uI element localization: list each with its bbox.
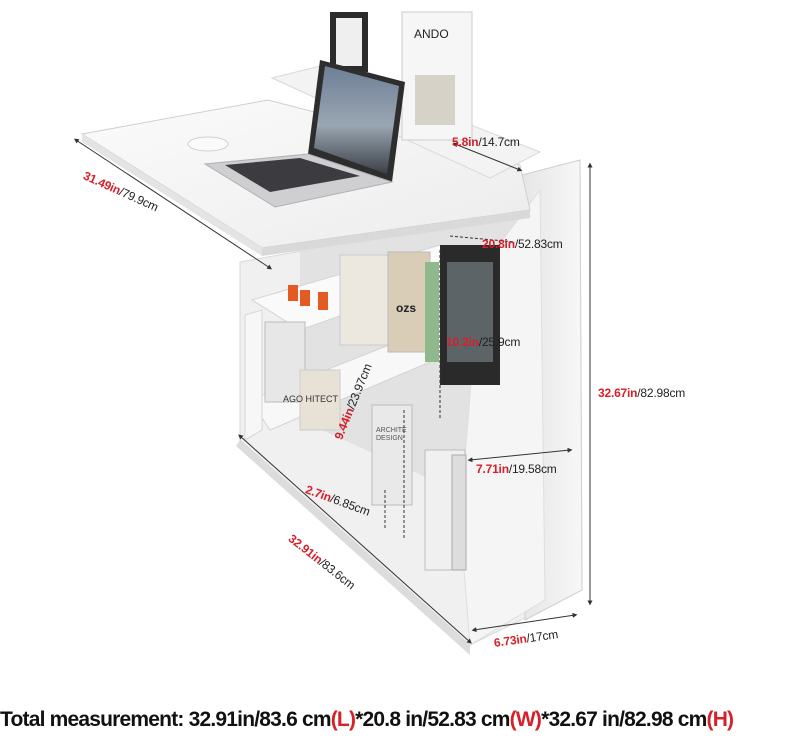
dim-cm: /52.83cm xyxy=(514,237,563,251)
dim-upper-gap: 10.2in/25.9cm xyxy=(446,335,520,349)
dim-inches: 5.8in xyxy=(452,135,479,149)
caption-width: *20.8 in/52.83 cm xyxy=(355,708,510,731)
dim-cm: /25.9cm xyxy=(478,335,521,349)
dim-shelf-depth: 5.8in/14.7cm xyxy=(452,135,520,149)
svg-text:ozs: ozs xyxy=(396,301,416,315)
caption-h-marker: (H) xyxy=(706,708,735,731)
mouse-icon xyxy=(187,136,229,152)
dim-cm: /82.98cm xyxy=(637,386,686,400)
top-book-title: ANDO xyxy=(414,27,449,41)
desk-illustration: ozs AGO HITECT ARCHITE DESIGN ANDO xyxy=(73,11,593,655)
dim-desk-width: 20.8in/52.83cm xyxy=(482,237,563,251)
lower-book-title: AGO HITECT xyxy=(283,394,339,404)
svg-text:DESIGN: DESIGN xyxy=(376,435,403,442)
dim-side-depth: 7.71in/19.58cm xyxy=(476,462,557,476)
caption-height: *32.67 in/82.98 cm xyxy=(541,708,707,731)
shelf-book-title: ARCHITE xyxy=(376,427,407,434)
dimension-lines xyxy=(73,138,593,644)
total-measurement-caption: Total measurement: 32.91in/83.6 cm(L)*20… xyxy=(0,708,800,732)
dim-inches: 20.8in xyxy=(482,237,515,251)
dim-cm: /14.7cm xyxy=(478,135,520,149)
dim-inches: 7.71in xyxy=(476,462,509,476)
dim-inches: 10.2in xyxy=(446,335,479,349)
caption-l-marker: (L) xyxy=(330,708,356,731)
caption-w-marker: (W) xyxy=(509,708,542,731)
dim-inches: 32.67in xyxy=(598,386,638,400)
dim-total-height: 32.67in/82.98cm xyxy=(598,386,685,400)
dim-cm: /19.58cm xyxy=(508,462,557,476)
caption-length: Total measurement: 32.91in/83.6 cm xyxy=(0,708,332,731)
